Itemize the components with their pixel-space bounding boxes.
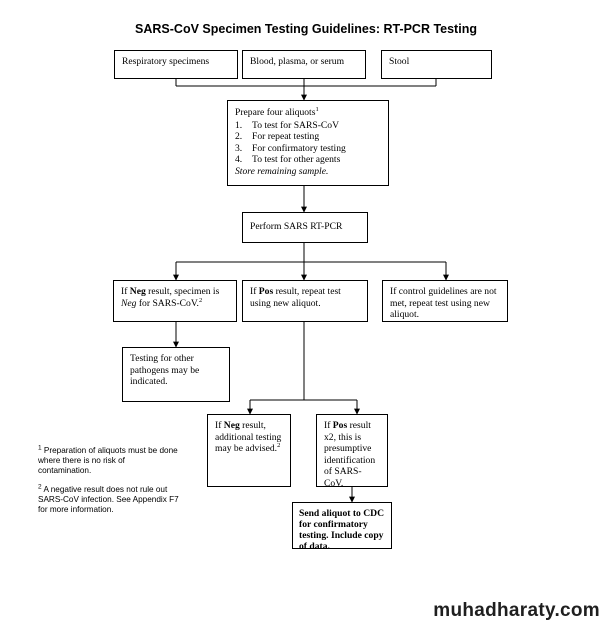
- footnote-1: 1 Preparation of aliquots must be done w…: [38, 444, 178, 475]
- control-guidelines-box: If control guidelines are not met, repea…: [382, 280, 508, 322]
- send-to-cdc-box: Send aliquot to CDC for confirmatory tes…: [292, 502, 392, 552]
- footnotes: 1 Preparation of aliquots must be done w…: [38, 444, 180, 524]
- neg-result-box: If Neg result, specimen is Neg for SARS-…: [113, 280, 237, 322]
- perform-rtpcr-box: Perform SARS RT-PCR: [242, 212, 368, 243]
- watermark: muhadharaty.com: [433, 600, 600, 621]
- footnote-2: 2 A negative result does not rule out SA…: [38, 483, 179, 514]
- other-pathogens-box: Testing for other pathogens may be indic…: [122, 347, 230, 402]
- pos-result-box: If Pos result, repeat test using new ali…: [242, 280, 368, 322]
- repeat-pos-box: If Pos result x2, this is presumptive id…: [316, 414, 388, 489]
- list-item: 1.To test for SARS-CoV: [235, 119, 340, 131]
- specimen-blood: Blood, plasma, or serum: [242, 50, 366, 79]
- aliquots-list: 1.To test for SARS-CoV 2.For repeat test…: [235, 120, 381, 166]
- diagram-title: SARS-CoV Specimen Testing Guidelines: RT…: [135, 22, 477, 36]
- aliquots-note: Store remaining sample.: [235, 165, 329, 177]
- list-item: 4.To test for other agents: [235, 154, 341, 165]
- repeat-neg-box: If Neg result, additional testing may be…: [207, 414, 291, 487]
- specimen-stool: Stool: [381, 50, 492, 79]
- list-item: 3.For confirmatory testing: [235, 142, 346, 154]
- list-item: 2.For repeat testing: [235, 131, 320, 142]
- specimen-respiratory: Respiratory specimens: [114, 50, 238, 79]
- aliquots-box: Prepare four aliquots1 1.To test for SAR…: [227, 100, 389, 186]
- aliquots-heading: Prepare four aliquots1: [235, 105, 319, 118]
